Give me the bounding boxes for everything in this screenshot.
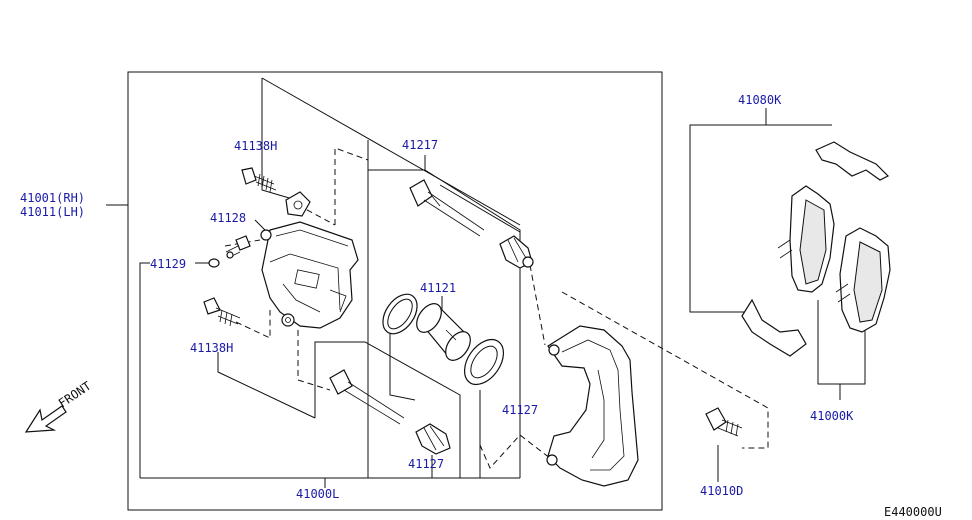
label-cap: 41129 (150, 257, 186, 271)
label-bolt-lower: 41138H (190, 341, 233, 355)
slide-pin-lower (329, 369, 405, 425)
torque-bolt (705, 407, 743, 437)
brake-pad-outer (835, 227, 891, 333)
label-pin-upper: 41217 (402, 138, 438, 152)
label-boot-lower: 41127 (408, 457, 444, 471)
bolt-lower (203, 297, 241, 327)
pad-shim-lower (741, 298, 807, 357)
label-pad-kit: 41080K (738, 93, 782, 107)
bolt-upper (241, 167, 277, 193)
leader-lines (106, 77, 866, 488)
label-pads: 41000K (810, 409, 854, 423)
piston-boot (463, 338, 505, 386)
assembly-frame (127, 71, 663, 511)
front-arrow-icon (24, 405, 67, 433)
bleeder-cap (208, 258, 220, 268)
piston-seal (382, 293, 418, 335)
part-labels: 41001(RH) 41011(LH) 41138H 41128 41129 4… (20, 93, 942, 519)
piston (416, 303, 471, 361)
label-bleeder: 41128 (210, 211, 246, 225)
diagram-code: E440000U (884, 505, 942, 519)
label-caliper-lh: 41011(LH) (20, 205, 85, 219)
label-torque-bolt: 41010D (700, 484, 743, 498)
bleeder-screw (225, 235, 251, 259)
label-boot-right: 41127 (502, 403, 538, 417)
label-caliper-rh: 41001(RH) (20, 191, 85, 205)
torque-member (546, 325, 639, 487)
label-bolt-upper: 41138H (234, 139, 277, 153)
brake-pad-inner (777, 185, 835, 293)
caliper-body (260, 191, 359, 329)
boot-upper (499, 235, 534, 269)
label-front: FRONT (56, 379, 94, 411)
label-assembly: 41000L (296, 487, 339, 501)
boot-lower (415, 423, 451, 455)
dashed-lines (224, 147, 769, 469)
pad-shim-upper (815, 141, 890, 181)
slide-pin-upper (409, 179, 485, 237)
label-piston: 41121 (420, 281, 456, 295)
